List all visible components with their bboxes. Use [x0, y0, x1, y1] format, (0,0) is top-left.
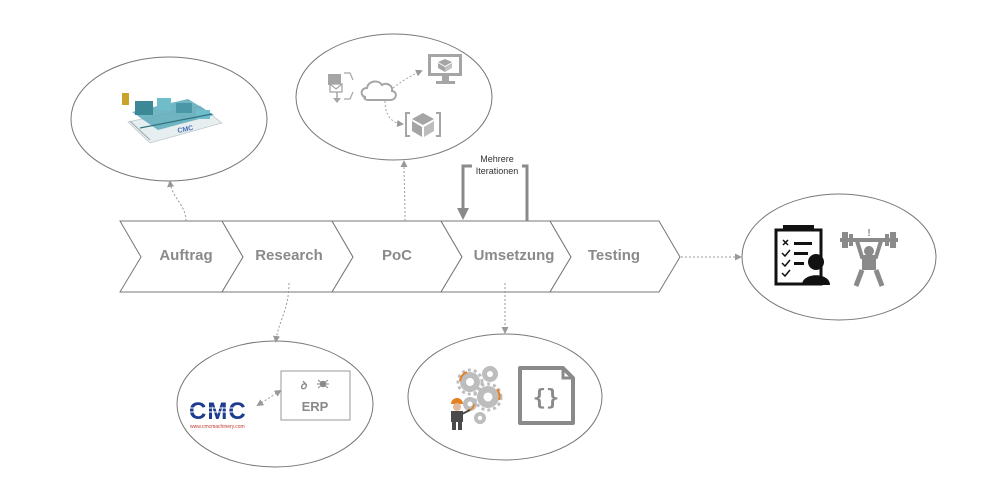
monitor-icon: [428, 54, 462, 84]
cmc-logo: CMC www.cmcmachinery.com: [189, 398, 250, 430]
erp-logo-icon: ꝺ: [300, 379, 308, 392]
connector-auftrag: [167, 180, 187, 222]
worker-icon: [451, 398, 471, 430]
iteration-label-line2: Iterationen: [476, 166, 519, 176]
cmc-logo-url: www.cmcmachinery.com: [190, 424, 245, 430]
bug-icon: [317, 379, 329, 389]
code-file-icon: {}: [518, 366, 575, 425]
umsetzung-bubble: [407, 333, 603, 461]
iteration-label-line1: Mehrere: [480, 154, 514, 164]
stage-label-research: Research: [255, 247, 323, 264]
research-data-exchange-arrow: [256, 389, 282, 407]
packaging-machine-image: CMC: [122, 93, 223, 144]
mail-import-icon: [328, 72, 354, 103]
erp-label: ERP: [302, 399, 329, 414]
stage-label-poc: PoC: [382, 247, 412, 264]
weightlifter-icon: !: [840, 228, 898, 287]
iteration-loop: Mehrere Iterationen: [457, 150, 529, 221]
stage-label-umsetzung: Umsetzung: [474, 247, 555, 264]
checklist-person-icon: [774, 225, 830, 286]
connector-research: [273, 282, 290, 343]
stage-chevrons: [119, 220, 681, 293]
stage-label-auftrag: Auftrag: [159, 247, 212, 264]
iteration-arrow-icon: [457, 208, 469, 220]
stage-label-testing: Testing: [588, 247, 640, 264]
chevron-testing: [549, 220, 681, 293]
svg-text:CMC: CMC: [177, 125, 194, 135]
svg-text:!: !: [867, 228, 870, 239]
gears-worker-icon: [451, 366, 503, 430]
cloud-icon: [360, 80, 397, 101]
testing-bubble: [741, 193, 937, 321]
connector-poc: [400, 160, 408, 222]
package-box-icon: [405, 112, 441, 137]
erp-box: ꝺ ERP: [280, 370, 351, 421]
svg-text:{}: {}: [533, 386, 560, 411]
